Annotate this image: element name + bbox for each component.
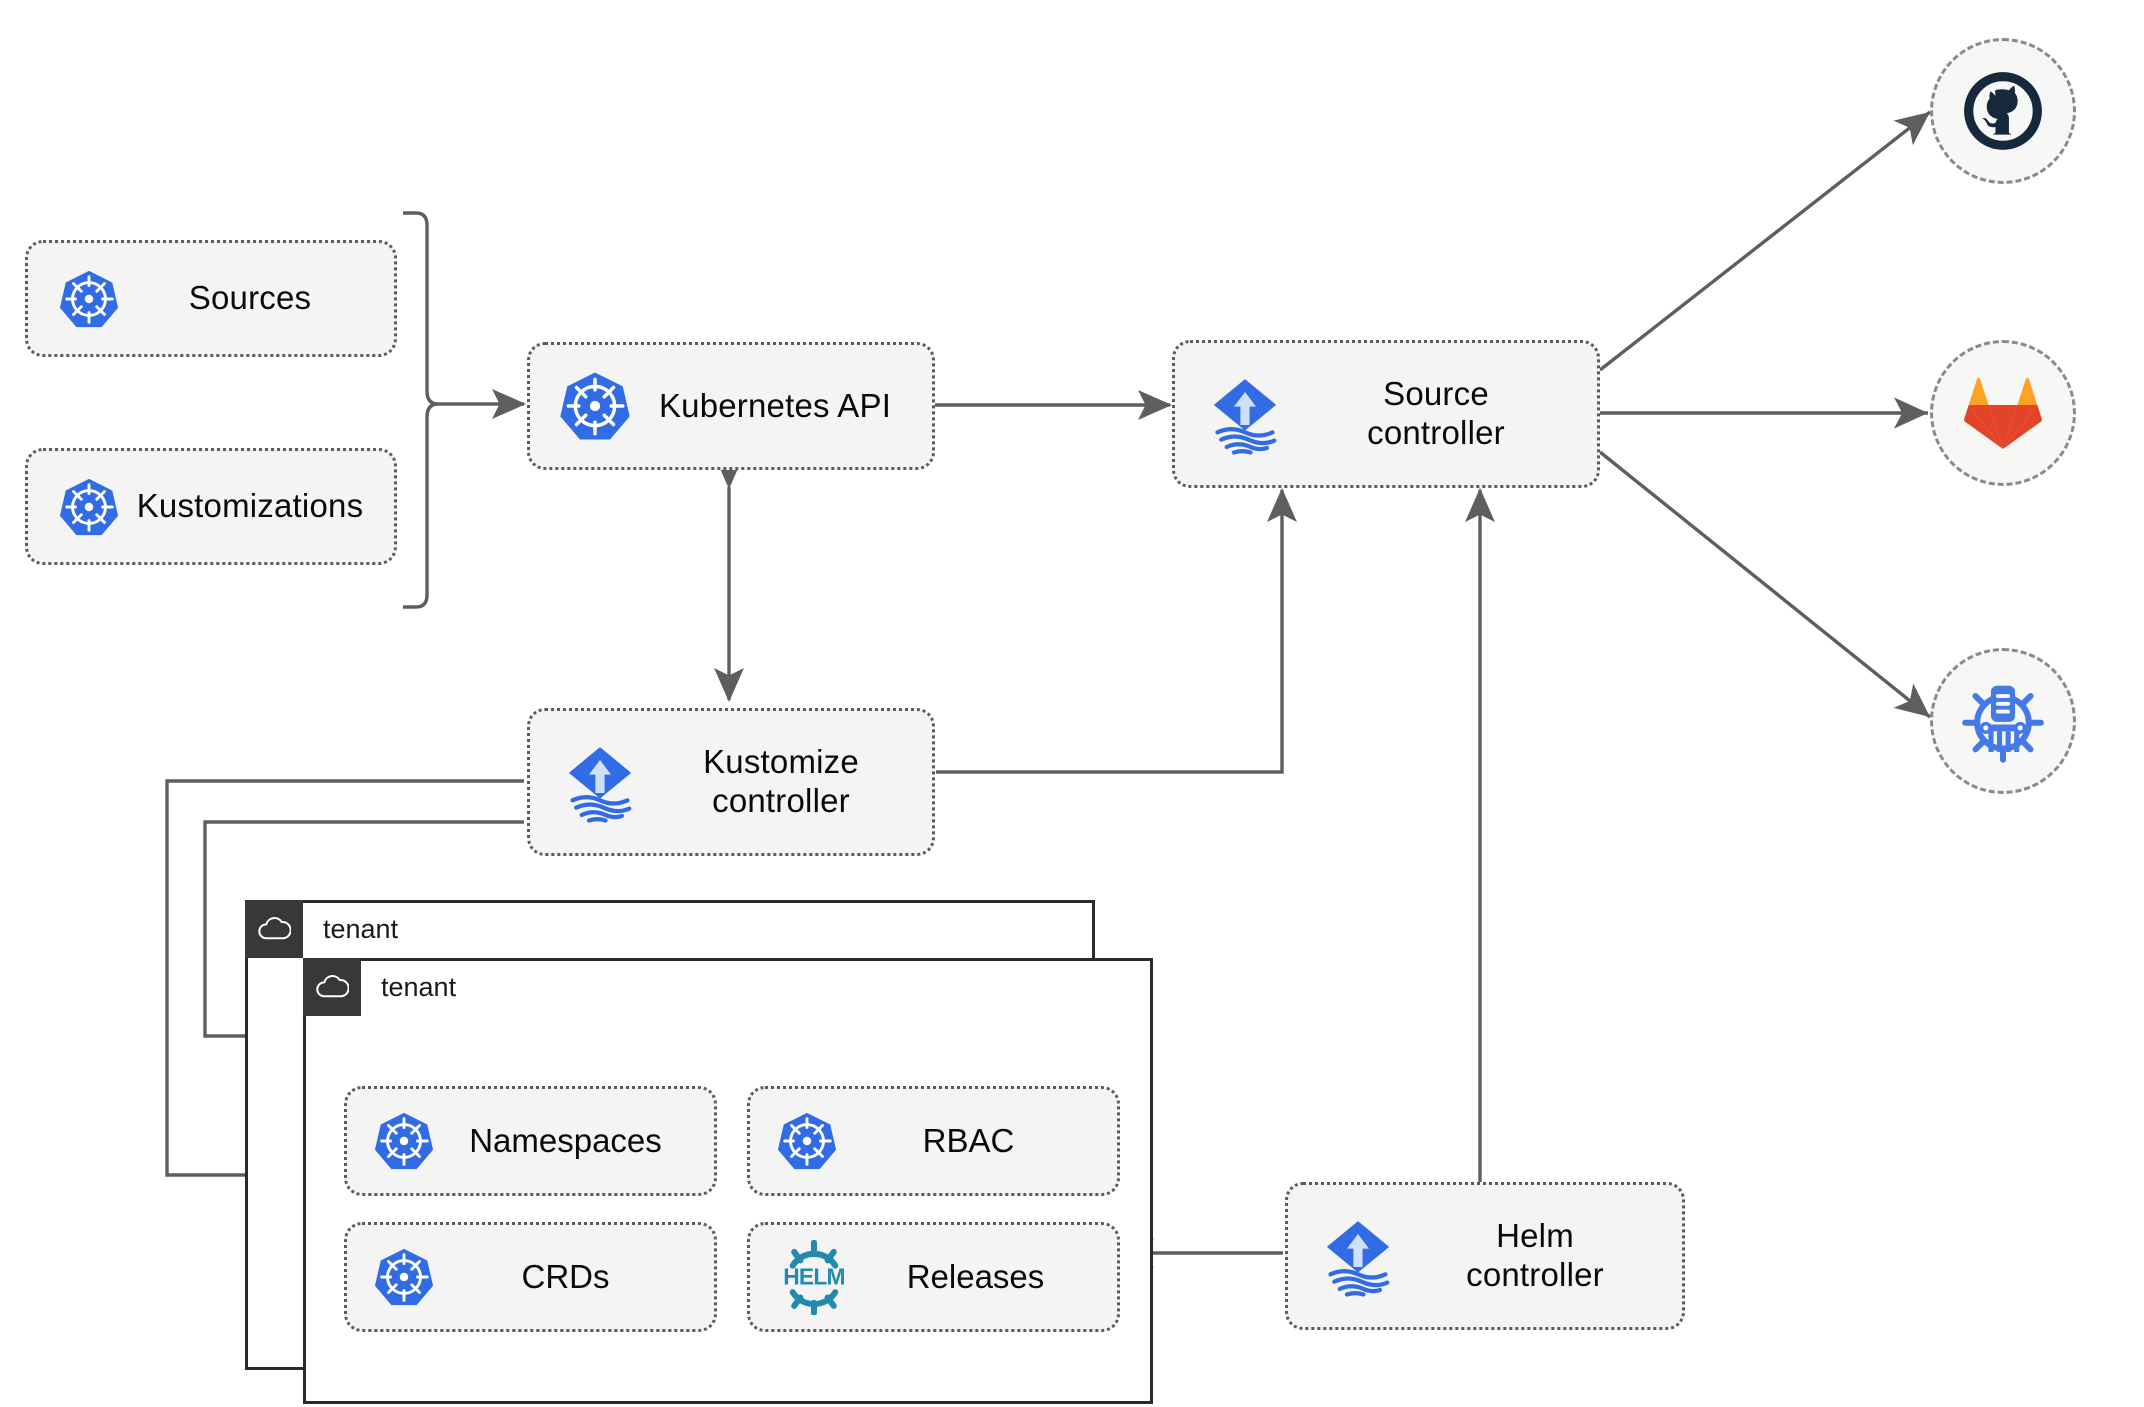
tenant-resource-rbac[interactable]: RBAC — [747, 1086, 1120, 1196]
tenant-inner-label: tenant — [381, 971, 457, 1002]
node-kustomizations-label: Kustomizations — [136, 487, 364, 525]
node-kustomizations[interactable]: Kustomizations — [25, 448, 397, 565]
node-kustomize-controller[interactable]: Kustomize controller — [527, 708, 935, 856]
tenant-resource-label: CRDs — [521, 1258, 610, 1295]
kubernetes-icon — [373, 1110, 435, 1172]
node-source-controller-label: Source controller — [1367, 375, 1505, 451]
provider-gitlab[interactable] — [1930, 340, 2076, 486]
helm-icon: HELM — [776, 1239, 852, 1315]
tenant-resource-namespaces[interactable]: Namespaces — [344, 1086, 717, 1196]
node-kubernetes-api[interactable]: Kubernetes API — [527, 342, 935, 470]
github-icon — [1964, 72, 2042, 150]
tenant-resource-releases[interactable]: HELM Releases — [747, 1222, 1120, 1332]
svg-text:HELM: HELM — [783, 1264, 845, 1290]
kubernetes-icon — [776, 1110, 838, 1172]
kubernetes-icon — [58, 268, 120, 330]
flux-icon — [556, 738, 644, 826]
tenant-outer-label: tenant — [323, 913, 399, 944]
flux-icon — [1201, 370, 1289, 458]
edge-kustomizecontroller-sourcecontroller — [936, 487, 1297, 774]
tenant-window-inner[interactable]: tenant Namespaces — [303, 958, 1153, 1404]
flux-icon — [1314, 1212, 1402, 1300]
tenant-outer-titlebar: tenant — [245, 900, 398, 958]
node-helm-controller[interactable]: Helm controller — [1285, 1182, 1685, 1330]
node-sources-label: Sources — [188, 279, 312, 317]
node-kubernetes-api-label: Kubernetes API — [658, 386, 892, 424]
cloud-icon — [303, 958, 361, 1016]
tenant-inner-titlebar: tenant — [303, 958, 456, 1016]
tenant-resource-crds[interactable]: CRDs — [344, 1222, 717, 1332]
kubernetes-icon — [373, 1246, 435, 1308]
edge-sourcecontroller-github — [1598, 110, 1932, 372]
node-helm-controller-label: Helm controller — [1466, 1217, 1604, 1293]
edge-sourcecontroller-helmrepo — [1598, 450, 1932, 719]
gitlab-icon — [1964, 377, 2042, 449]
node-kustomize-controller-label: Kustomize controller — [703, 743, 859, 819]
cloud-icon — [245, 900, 303, 958]
provider-helm-repository[interactable] — [1930, 648, 2076, 794]
node-source-controller[interactable]: Source controller — [1172, 340, 1600, 488]
kubernetes-icon — [58, 476, 120, 538]
helm-chart-repository-icon — [1962, 685, 2044, 763]
kubernetes-icon — [558, 369, 632, 443]
tenant-resource-grid: Namespaces RBAC — [344, 1086, 1120, 1332]
edge-brace-group — [403, 211, 439, 609]
provider-github[interactable] — [1930, 38, 2076, 184]
tenant-resource-label: RBAC — [922, 1122, 1015, 1159]
tenant-resource-label: Releases — [906, 1258, 1045, 1295]
tenant-resource-label: Namespaces — [469, 1122, 662, 1159]
node-sources[interactable]: Sources — [25, 240, 397, 357]
